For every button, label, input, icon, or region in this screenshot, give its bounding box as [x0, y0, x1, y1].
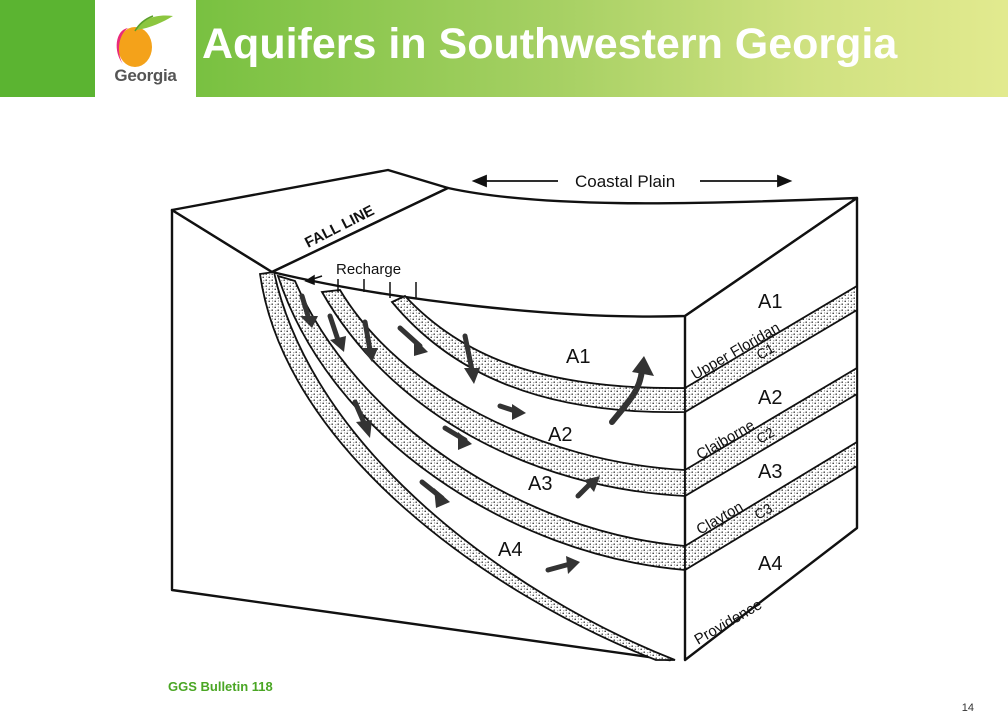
- confining-label-c3: C3: [752, 500, 776, 523]
- page-title: Aquifers in Southwestern Georgia: [202, 20, 898, 68]
- recharge-arrows: [304, 274, 417, 298]
- aquifer-label-a1: A1: [566, 346, 590, 368]
- aquifer-label-a4: A4: [498, 539, 522, 561]
- face-label-a4: A4: [758, 553, 782, 575]
- coastal-plain-arrow: [471, 174, 793, 188]
- slide-header: Georgia Aquifers in Southwestern Georgia: [0, 0, 1008, 97]
- peach-icon: [116, 15, 173, 67]
- face-label-a3: A3: [758, 461, 782, 483]
- flow-arrowheads: [300, 316, 654, 574]
- georgia-logo: Georgia: [95, 0, 196, 97]
- aquifer-label-a3: A3: [528, 473, 552, 495]
- logo-text: Georgia: [114, 66, 177, 85]
- face-label-a2: A2: [758, 387, 782, 409]
- confining-bands-face: [684, 284, 858, 572]
- recharge-label: Recharge: [336, 261, 401, 278]
- source-citation: GGS Bulletin 118: [168, 679, 273, 694]
- aquifer-label-a2: A2: [548, 424, 572, 446]
- confining-label-c1: C1: [754, 340, 778, 363]
- aquifer-block-diagram: FALL LINE Coastal Plain Recharge A1 A2 A…: [170, 168, 859, 662]
- header-left-band: [0, 0, 95, 97]
- confining-bands-curved: [258, 270, 686, 661]
- confining-label-c2: C2: [754, 424, 778, 447]
- coastal-plain-label: Coastal Plain: [575, 172, 675, 191]
- page-number: 14: [961, 702, 974, 714]
- face-label-a1: A1: [758, 291, 782, 313]
